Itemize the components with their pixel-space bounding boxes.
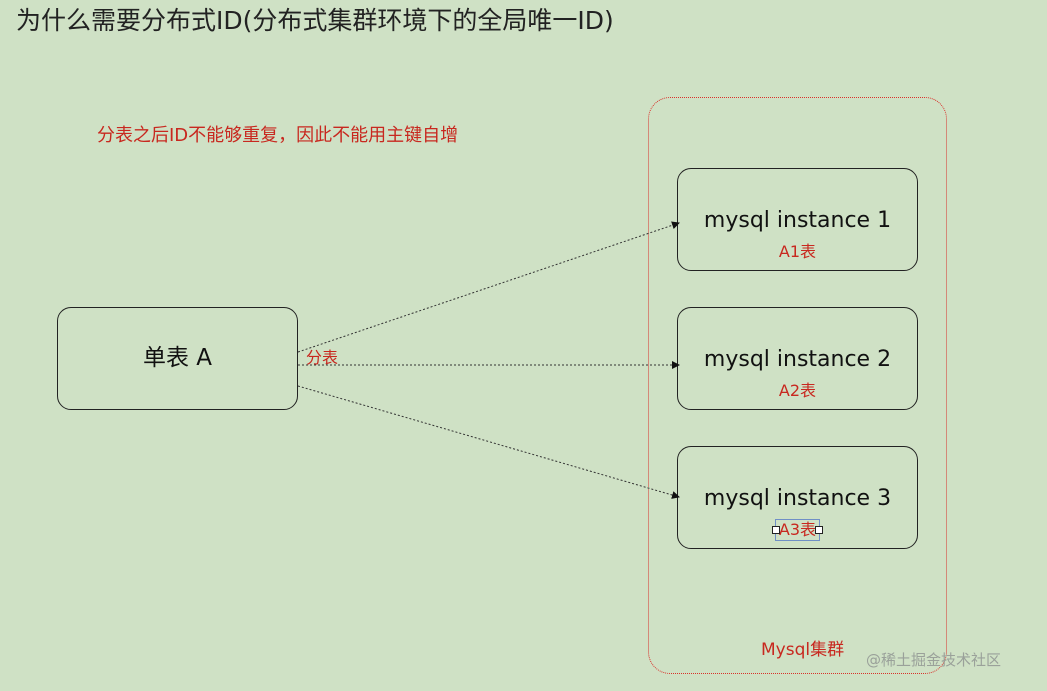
selected-text-box[interactable]: A3表 (771, 519, 824, 541)
cluster-label: Mysql集群 (761, 640, 845, 660)
instance-name-3: mysql instance 3 (703, 486, 892, 511)
page-title: 为什么需要分布式ID(分布式集群环境下的全局唯一ID) (16, 6, 614, 35)
instance-box-2[interactable]: mysql instance 2 A2表 (677, 307, 918, 410)
instance-table-1: A1表 (778, 242, 817, 261)
mysql-cluster-boundary[interactable] (648, 97, 947, 674)
source-table-box[interactable]: 单表 A (57, 307, 298, 410)
arrow-to-instance-3 (297, 385, 680, 499)
instance-box-3[interactable]: mysql instance 3 A3表 (677, 446, 918, 549)
split-label: 分表 (306, 348, 339, 367)
selection-handle-right[interactable] (815, 526, 824, 534)
selection-handle-left[interactable] (771, 526, 780, 534)
instance-table-3: A3表 (778, 520, 817, 539)
instance-name-2: mysql instance 2 (703, 347, 892, 372)
arrow-to-instance-1 (297, 221, 680, 353)
note-text: 分表之后ID不能够重复，因此不能用主键自增 (97, 125, 459, 146)
watermark: @稀土掘金技术社区 (866, 651, 1002, 669)
instance-table-3-wrapper: A3表 (678, 519, 917, 541)
instance-box-1[interactable]: mysql instance 1 A1表 (677, 168, 918, 271)
source-table-label: 单表 A (142, 345, 213, 371)
instance-table-2: A2表 (778, 381, 817, 400)
instance-name-1: mysql instance 1 (703, 208, 892, 233)
